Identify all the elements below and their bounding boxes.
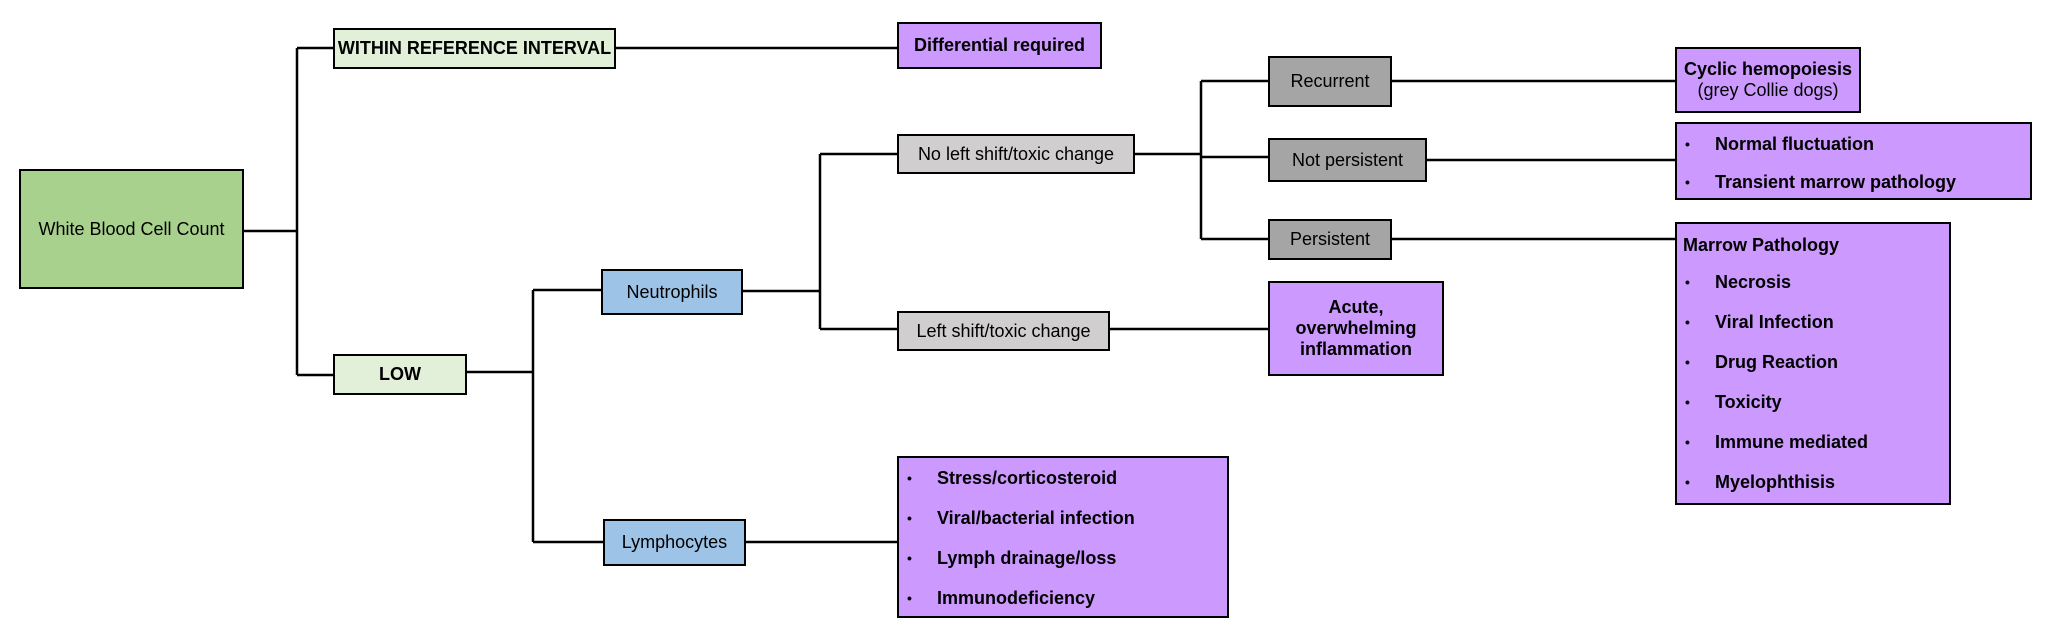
recurrent-node: Recurrent [1268,56,1392,107]
list-item-label: Immunodeficiency [937,588,1096,608]
list-item-label: Drug Reaction [1715,352,1839,372]
persistent-label: Persistent [1289,229,1371,249]
bullet-icon: • [1685,136,1690,152]
connector-no-left-shift [1135,79,1268,241]
bullet-icon: • [1685,434,1690,450]
neutrophils-label: Neutrophils [626,281,718,302]
acute-line-2: overwhelming [1295,318,1417,338]
recurrent-label: Recurrent [1290,71,1370,91]
list-item: • Drug Reaction [1677,342,1949,382]
root-node-label: White Blood Cell Count [38,218,225,239]
marrow-pathology-title: Marrow Pathology [1683,235,1840,255]
root-node: White Blood Cell Count [19,169,244,289]
lymphocytes-node: Lymphocytes [603,519,746,566]
differential-required-node: Differential required [897,22,1102,69]
no-left-shift-label: No left shift/toxic change [917,143,1115,164]
lymphocyte-causes-list: • Stress/corticosteroid • Viral/bacteria… [899,458,1227,618]
bullet-icon: • [1685,354,1690,370]
cyclic-line-1: Cyclic hemopoiesis [1683,59,1853,79]
list-item-label: Stress/corticosteroid [937,468,1118,488]
list-item: • Stress/corticosteroid [899,458,1227,498]
bullet-icon: • [907,590,912,606]
list-item-label: Necrosis [1715,272,1792,292]
not-persistent-outcomes-list: • Normal fluctuation • Transient marrow … [1677,125,2030,201]
bullet-icon: • [1685,394,1690,410]
list-item: • Lymph drainage/loss [899,538,1227,578]
list-item: • Immunodeficiency [899,578,1227,618]
persistent-node: Persistent [1268,219,1392,260]
list-item-label: Lymph drainage/loss [937,548,1117,568]
bullet-icon: • [1685,274,1690,290]
connector-root [244,46,333,377]
within-reference-label: WITHIN REFERENCE INTERVAL [337,38,612,58]
not-persistent-outcomes-box: • Normal fluctuation • Transient marrow … [1675,122,2032,200]
list-item: • Myelophthisis [1677,462,1949,502]
list-item: • Viral/bacterial infection [899,498,1227,538]
lymphocytes-label: Lymphocytes [621,532,728,552]
list-item: • Toxicity [1677,382,1949,422]
low-label: LOW [379,364,421,384]
list-item: • Viral Infection [1677,302,1949,342]
acute-inflammation-node: Acute, overwhelming inflammation [1268,281,1444,376]
list-item: • Immune mediated [1677,422,1949,462]
cyclic-hemopoiesis-node: Cyclic hemopoiesis (grey Collie dogs) [1675,47,1861,113]
list-item-label: Viral Infection [1715,312,1834,332]
lymphocyte-causes-box: • Stress/corticosteroid • Viral/bacteria… [897,456,1229,618]
marrow-pathology-list: • Necrosis • Viral Infection • Drug Reac… [1677,262,1949,502]
list-item: • Normal fluctuation [1677,125,2030,163]
cyclic-line-2: (grey Collie dogs) [1697,80,1839,100]
list-item-label: Viral/bacterial infection [937,508,1135,528]
low-node: LOW [333,354,467,395]
marrow-pathology-box: Marrow Pathology • Necrosis • Viral Infe… [1675,222,1951,505]
bullet-icon: • [1685,474,1690,490]
bullet-icon: • [907,550,912,566]
neutrophils-node: Neutrophils [601,269,743,315]
left-shift-label: Left shift/toxic change [916,320,1091,341]
list-item-label: Transient marrow pathology [1715,172,1957,192]
connector-neutrophils [743,152,897,331]
bullet-icon: • [907,510,912,526]
list-item: • Necrosis [1677,262,1949,302]
bullet-icon: • [907,470,912,486]
left-shift-node: Left shift/toxic change [897,311,1110,351]
acute-line-1: Acute, [1328,297,1384,317]
list-item-label: Immune mediated [1715,432,1869,452]
acute-line-3: inflammation [1299,339,1412,359]
bullet-icon: • [1685,174,1690,190]
connector-low [467,288,603,544]
differential-required-label: Differential required [913,35,1086,55]
no-left-shift-node: No left shift/toxic change [897,134,1135,174]
list-item-label: Normal fluctuation [1715,134,1875,154]
within-reference-node: WITHIN REFERENCE INTERVAL [333,28,616,69]
list-item-label: Toxicity [1715,392,1782,412]
list-item: • Transient marrow pathology [1677,163,2030,201]
list-item-label: Myelophthisis [1715,472,1836,492]
not-persistent-label: Not persistent [1291,149,1404,170]
bullet-icon: • [1685,314,1690,330]
not-persistent-node: Not persistent [1268,138,1427,182]
